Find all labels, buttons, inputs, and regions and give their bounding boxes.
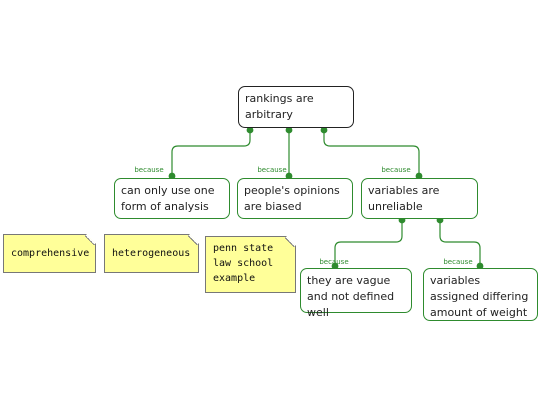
root-node[interactable]: rankings are arbitrary [238, 86, 354, 128]
root-node-text: rankings are arbitrary [245, 92, 314, 121]
connector-dot-reason-3 [415, 172, 423, 180]
relation-label-reason-2: because [257, 166, 287, 174]
connector-dot-sub-2 [476, 262, 484, 270]
connector-reason-3-to-sub-1 [334, 218, 403, 268]
connector-dot-reason-1 [168, 172, 176, 180]
note-heterogeneous-text: heterogeneous [112, 248, 191, 259]
connector-dot-sub-1 [331, 262, 339, 270]
note-heterogeneous[interactable]: heterogeneous [104, 234, 199, 273]
sub-node-vague[interactable]: they are vague and not defined well [300, 268, 412, 319]
connector-root-to-reason-1 [171, 128, 251, 178]
sub-node-weight[interactable]: variables assigned differing amount of w… [423, 268, 538, 321]
relation-label-reason-3: because [381, 166, 411, 174]
note-fold-corner [85, 235, 95, 245]
reason-node-opinions[interactable]: people's opinions are biased [237, 178, 353, 219]
note-fold-corner [285, 237, 295, 247]
relation-label-sub-2: because [443, 258, 473, 266]
connector-dot-root-1 [246, 126, 254, 134]
sub-node-weight-text: variables assigned differing amount of w… [430, 274, 529, 319]
connector-dot-reason-2 [285, 172, 293, 180]
sub-node-vague-text: they are vague and not defined well [307, 274, 395, 319]
note-comprehensive[interactable]: comprehensive [3, 234, 96, 273]
reason-node-opinions-text: people's opinions are biased [244, 184, 340, 213]
connector-dot-root-2 [285, 126, 293, 134]
reason-node-analysis[interactable]: can only use one form of analysis [114, 178, 230, 219]
relation-label-sub-1: because [319, 258, 349, 266]
reason-node-analysis-text: can only use one form of analysis [121, 184, 215, 213]
connector-reason-3-to-sub-2 [439, 218, 481, 268]
relation-label-reason-1: because [134, 166, 164, 174]
reason-node-variables-text: variables are unreliable [368, 184, 440, 213]
reason-node-variables[interactable]: variables are unreliable [361, 178, 478, 219]
note-penn-state-text: penn state law school example [213, 243, 274, 284]
connector-root-to-reason-3 [323, 128, 420, 178]
note-fold-corner [188, 235, 198, 245]
connector-dot-root-3 [320, 126, 328, 134]
note-comprehensive-text: comprehensive [11, 248, 90, 259]
note-penn-state[interactable]: penn state law school example [205, 236, 296, 293]
